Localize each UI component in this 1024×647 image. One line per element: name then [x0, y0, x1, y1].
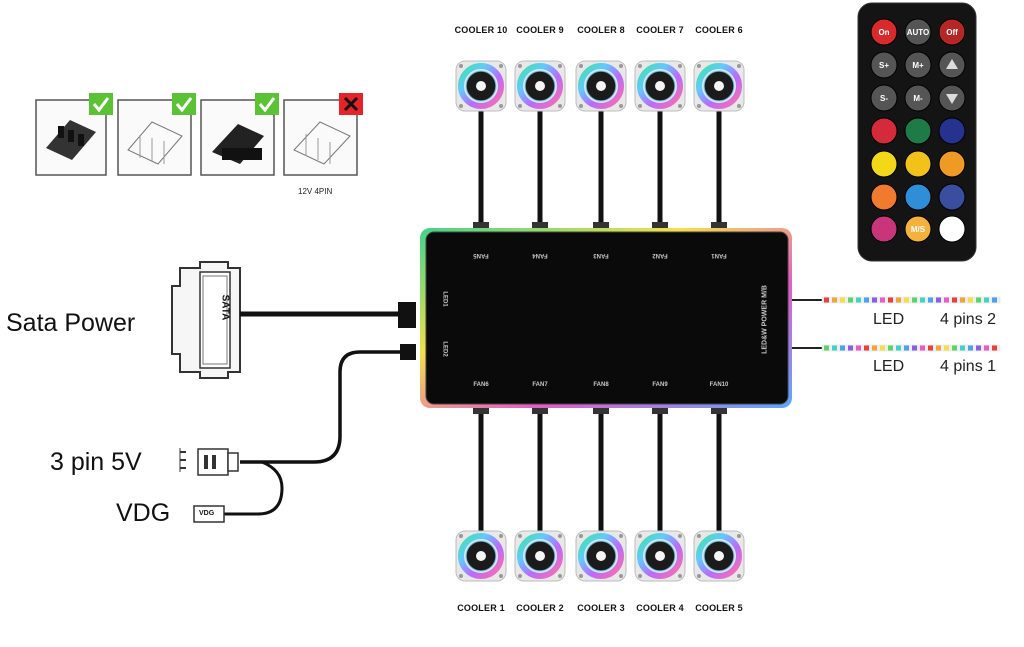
sata-power-label: Sata Power — [6, 309, 136, 337]
fan-cables — [473, 106, 727, 540]
vdg-cable — [224, 460, 284, 516]
remote-mode-button: M/S — [904, 215, 932, 243]
vdg-label: VDG — [116, 499, 171, 527]
remote-color-button — [904, 117, 932, 145]
fan-top-1 — [455, 60, 507, 112]
pin5v-label: 3 pin 5V — [50, 448, 142, 476]
svg-text:M/S: M/S — [911, 225, 926, 234]
remote-color-button — [870, 183, 898, 211]
sata-plug-text: SATA — [219, 294, 231, 321]
remote-speed-up-button: S+ — [870, 51, 898, 79]
fan-bottom-1 — [455, 530, 507, 582]
remote-color-button — [904, 183, 932, 211]
cooler-label-top: COOLER 7 — [636, 25, 684, 35]
svg-text:On: On — [878, 28, 889, 37]
cooler-label-top: COOLER 10 — [454, 25, 508, 35]
check-icon — [89, 93, 113, 115]
pin5v-connector — [179, 448, 239, 476]
remote-color-button — [938, 215, 966, 243]
sata-plug — [398, 302, 416, 328]
check-icon — [172, 93, 196, 115]
fan-row-bottom — [455, 530, 745, 582]
cross-icon — [339, 93, 363, 115]
led-strip-1 — [821, 344, 1001, 352]
hub-port-top: FAN1 — [711, 252, 727, 258]
fan-header-compatibility — [35, 93, 363, 176]
hub-port-top: FAN5 — [473, 252, 489, 258]
argb-cable — [240, 350, 402, 464]
remote-mode-up-button: M+ — [904, 51, 932, 79]
hub-port-bottom: FAN9 — [652, 382, 668, 388]
remote-color-button — [870, 117, 898, 145]
hub-port-bottom: FAN6 — [473, 382, 489, 388]
remote-color-button — [904, 150, 932, 178]
led-strip-2-pins: 4 pins 2 — [940, 311, 997, 328]
hub-port-bottom: FAN8 — [593, 382, 609, 388]
hub-port-top: FAN4 — [532, 252, 548, 258]
cooler-label-top: COOLER 9 — [516, 25, 564, 35]
fan-bottom-2 — [514, 530, 566, 582]
hub-port-bottom: FAN10 — [710, 382, 729, 388]
fan-top-3 — [575, 60, 627, 112]
remote-color-button — [870, 215, 898, 243]
remote-color-button — [870, 150, 898, 178]
cooler-label-bottom: COOLER 2 — [516, 603, 564, 613]
header-caption: 12V 4PIN — [298, 187, 333, 196]
remote-mode-down-button: M- — [904, 84, 932, 112]
fan-bottom-3 — [575, 530, 627, 582]
led-strip-2-label: LED — [873, 311, 905, 328]
hub-port-top: FAN2 — [652, 252, 668, 258]
fan-row-top — [455, 60, 745, 112]
remote-off-button: Off — [938, 18, 966, 46]
cooler-label-bottom: COOLER 5 — [695, 603, 743, 613]
remote-color-button — [938, 117, 966, 145]
led-strip-2 — [821, 296, 1001, 304]
cooler-label-bottom: COOLER 3 — [577, 603, 625, 613]
cooler-label-bottom: COOLER 1 — [457, 603, 505, 613]
remote-color-button — [938, 183, 966, 211]
hub-port-bottom: FAN7 — [532, 382, 548, 388]
fan-top-5 — [693, 60, 745, 112]
fan-bottom-4 — [634, 530, 686, 582]
svg-text:S+: S+ — [879, 61, 889, 70]
sata-connector — [171, 261, 241, 379]
svg-text:M+: M+ — [912, 61, 924, 70]
cooler-label-bottom: COOLER 4 — [636, 603, 684, 613]
argb-plug — [400, 344, 416, 360]
remote-auto-button: AUTO — [904, 18, 932, 46]
vdg-plug-text: VDG — [199, 510, 215, 517]
fan-top-2 — [514, 60, 566, 112]
hub-led2-label: LED2 — [441, 341, 448, 357]
cooler-label-top: COOLER 6 — [695, 25, 743, 35]
check-icon — [255, 93, 279, 115]
svg-text:M-: M- — [913, 94, 923, 103]
remote-on-button: On — [870, 18, 898, 46]
remote-color-button — [938, 150, 966, 178]
fan-top-4 — [634, 60, 686, 112]
led-strips — [792, 296, 1001, 352]
hub-side-label: LED&W POWER M/B — [761, 285, 769, 354]
hub-led1-label: LED1 — [441, 291, 448, 307]
remote-speed-down-button: S- — [870, 84, 898, 112]
cooler-label-top: COOLER 8 — [577, 25, 625, 35]
led-strip-1-label: LED — [873, 358, 905, 375]
controller-hub — [420, 228, 792, 408]
fan-bottom-5 — [693, 530, 745, 582]
svg-text:S-: S- — [880, 94, 888, 103]
up-arrow-icon — [938, 51, 966, 79]
down-arrow-icon — [938, 84, 966, 112]
svg-text:Off: Off — [946, 28, 958, 37]
hub-port-top: FAN3 — [593, 252, 609, 258]
vdg-connector — [193, 505, 225, 523]
svg-text:AUTO: AUTO — [907, 28, 930, 37]
led-strip-1-pins: 4 pins 1 — [940, 358, 997, 375]
